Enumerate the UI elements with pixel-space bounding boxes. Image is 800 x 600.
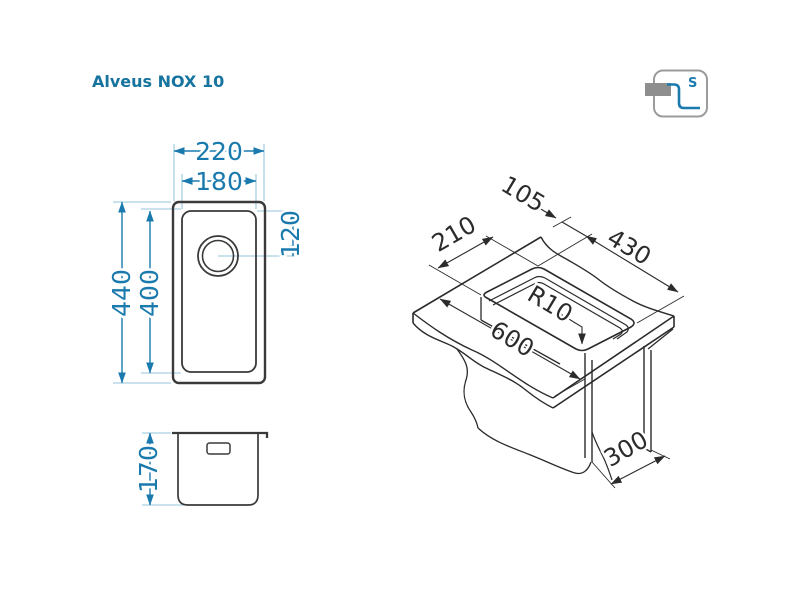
- drain-inner-circle: [201, 239, 235, 273]
- dim-edge-offset: 105: [496, 170, 550, 218]
- side-rim-line: [172, 431, 269, 438]
- worktop-bar-icon: [645, 83, 671, 96]
- mount-type-icon: S: [645, 69, 708, 118]
- dim-width-outer: 220: [195, 137, 243, 166]
- sink-cutout: [483, 266, 635, 352]
- break-line-front: [412, 312, 554, 399]
- mount-letter: S: [688, 76, 697, 91]
- dim-corner-radius: R10: [523, 280, 578, 328]
- page-title: Alveus NOX 10: [92, 72, 224, 91]
- dim-length-inner: 400: [135, 269, 164, 317]
- overflow-hole: [206, 442, 231, 455]
- dim-cutout-width: 210: [427, 210, 481, 257]
- dim-length-outer: 440: [107, 269, 136, 317]
- cabinet: [456, 328, 674, 481]
- dim-cutout-length: 430: [602, 223, 656, 271]
- side-bowl-profile: [177, 433, 259, 506]
- cabinet-break-bottom: [477, 427, 592, 475]
- undermount-profile-icon: [667, 83, 700, 110]
- drain-outer-circle: [197, 235, 239, 277]
- iso-dimensions: 210 105 430 600 300 R10: [412, 168, 685, 489]
- dim-width-inner: 180: [195, 167, 243, 196]
- dim-depth: 170: [134, 445, 163, 493]
- dim-drain-offset: 120: [276, 210, 305, 258]
- side-view: 170: [132, 431, 269, 506]
- iso-view: 210 105 430 600 300 R10: [412, 168, 685, 489]
- sink-bowl-edge: [181, 210, 257, 373]
- cabinet-break-inner: [591, 431, 613, 481]
- top-view: 220 180 440 400 120: [105, 135, 308, 385]
- sink-outer-rim: [171, 200, 267, 385]
- top-view-dimensions: 220 180 440 400 120: [105, 135, 308, 384]
